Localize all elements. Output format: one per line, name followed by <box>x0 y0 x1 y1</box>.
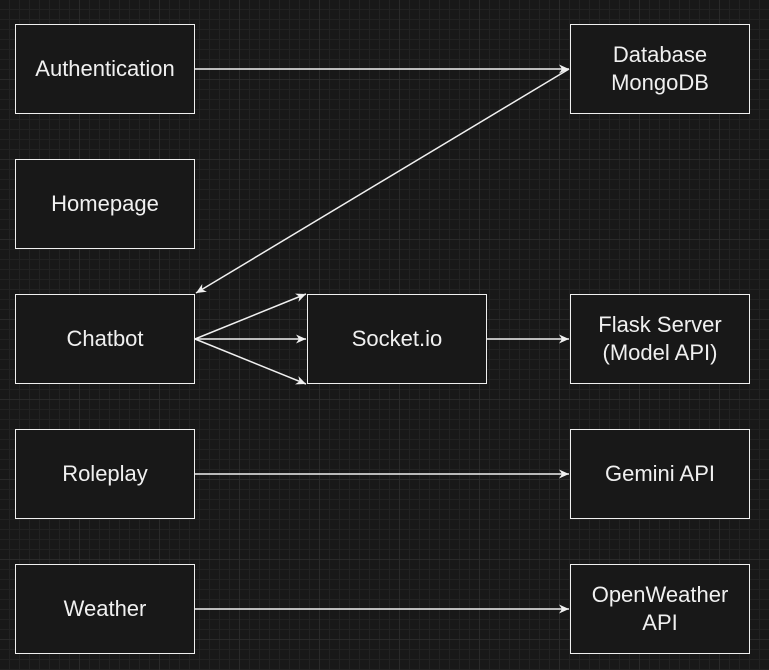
node-gemini-api-label: Gemini API <box>604 461 716 486</box>
node-flask-server[interactable]: Flask Server (Model API) <box>570 294 750 384</box>
node-weather[interactable]: Weather <box>15 564 195 654</box>
edge-chatbot-to-socketio-lower <box>194 338 307 385</box>
node-openweather-api[interactable]: OpenWeather API <box>570 564 750 654</box>
node-roleplay-label: Roleplay <box>62 461 148 486</box>
node-database[interactable]: Database MongoDB <box>570 24 750 114</box>
node-openweather-api-label-line-2: API <box>642 610 678 635</box>
node-database-label-line-1: Database <box>612 42 708 67</box>
node-roleplay[interactable]: Roleplay <box>15 429 195 519</box>
node-openweather-api-label-line-1: OpenWeather <box>591 582 729 607</box>
node-chatbot-label: Chatbot <box>66 326 144 351</box>
edge-chatbot-to-socketio-upper <box>194 293 307 340</box>
edge-database-to-chatbot <box>195 68 570 294</box>
node-database-label-line-2: MongoDB <box>611 70 709 95</box>
node-socketio-label: Socket.io <box>351 326 443 351</box>
node-homepage[interactable]: Homepage <box>15 159 195 249</box>
node-gemini-api[interactable]: Gemini API <box>570 429 750 519</box>
node-flask-server-label-line-1: Flask Server <box>598 312 722 337</box>
node-chatbot[interactable]: Chatbot <box>15 294 195 384</box>
node-socketio[interactable]: Socket.io <box>307 294 487 384</box>
node-weather-label: Weather <box>63 596 147 621</box>
node-homepage-label: Homepage <box>51 191 159 216</box>
node-authentication-label: Authentication <box>35 56 175 81</box>
node-flask-server-label-line-2: (Model API) <box>602 340 718 365</box>
node-authentication[interactable]: Authentication <box>15 24 195 114</box>
